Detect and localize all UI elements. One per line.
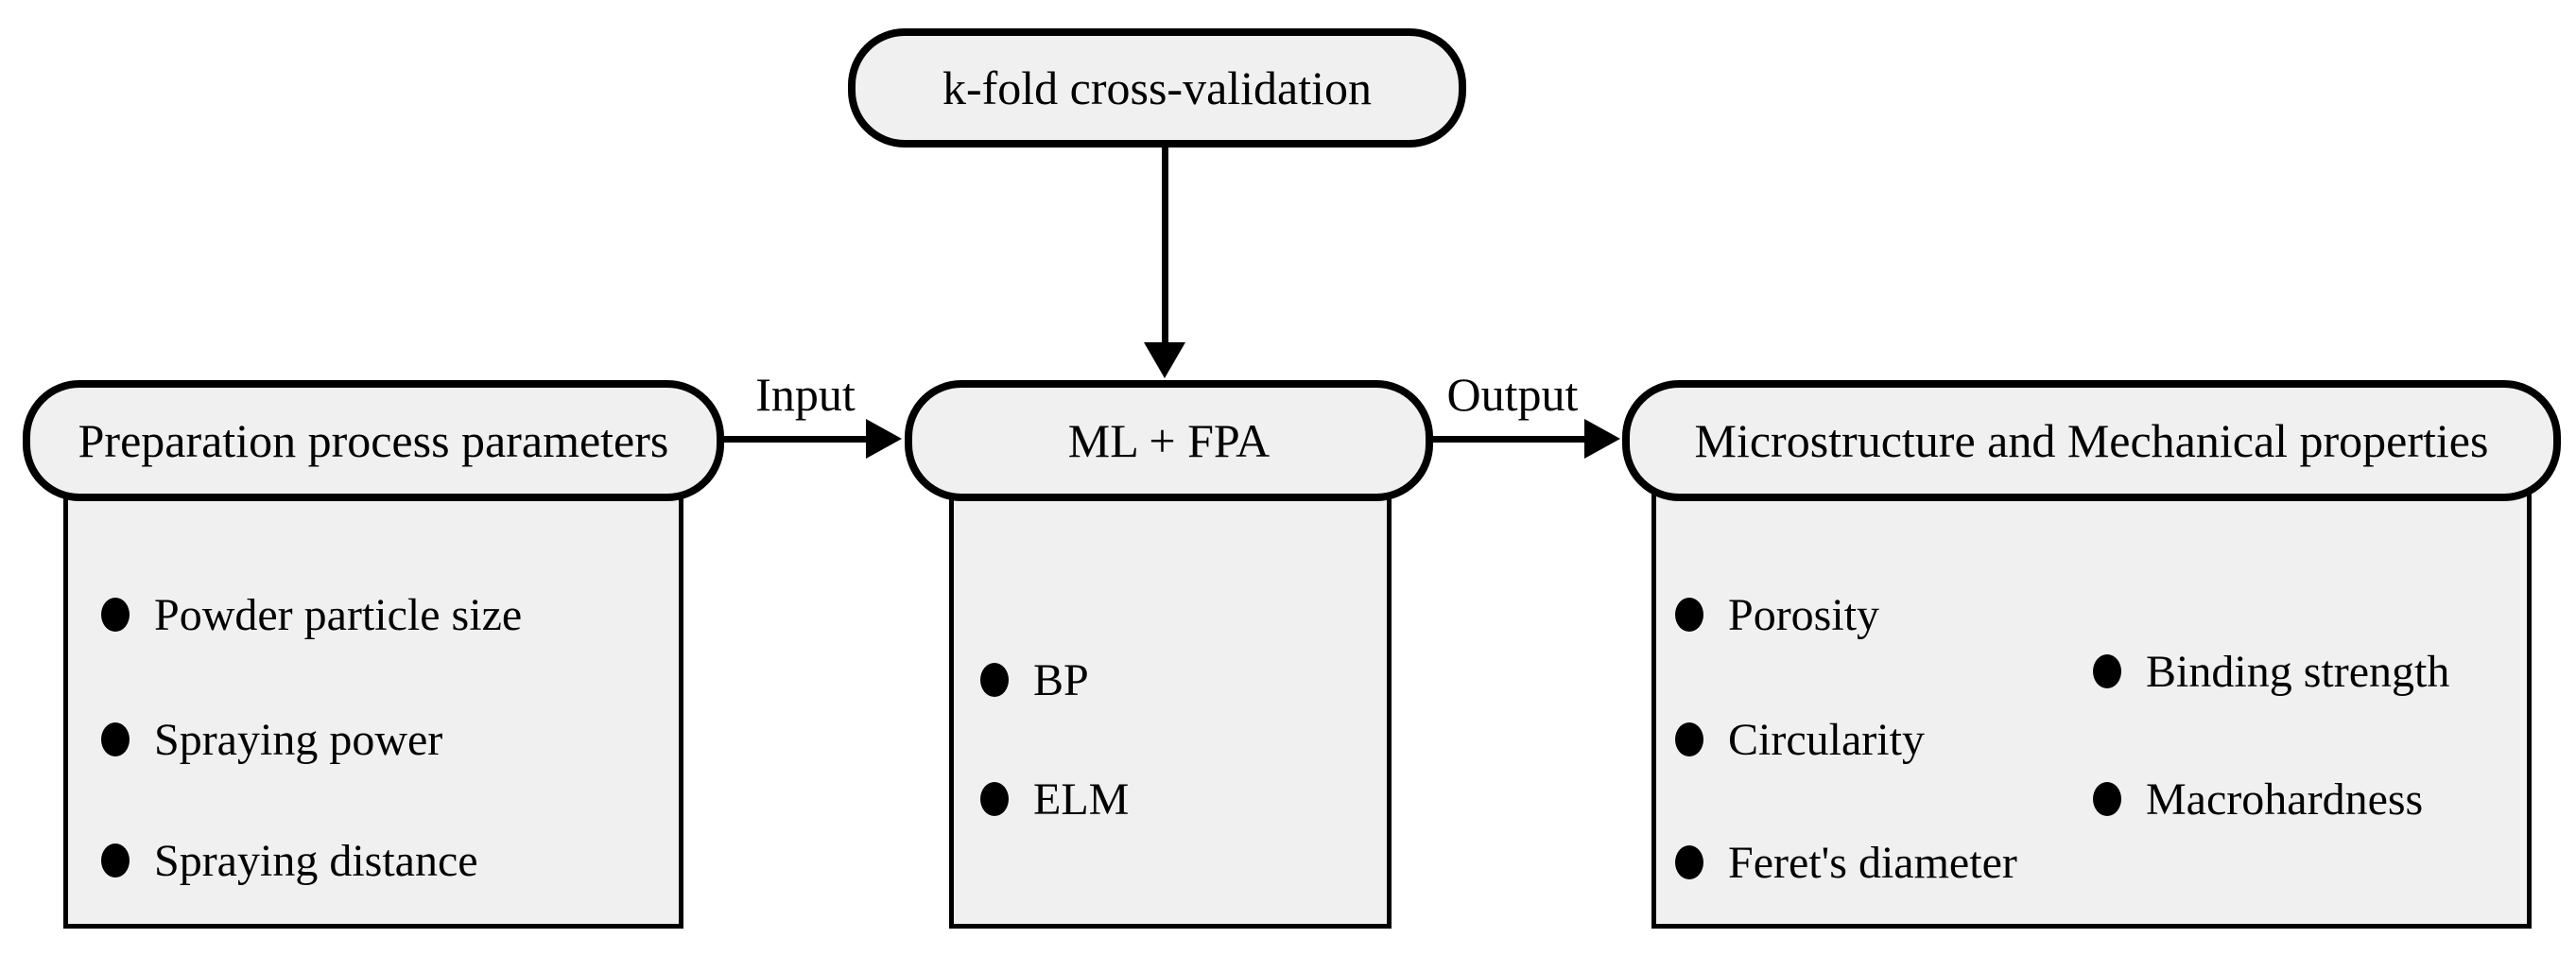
preparation-node-body: Powder particle size Spraying power Spra… <box>63 443 683 929</box>
validation-arrow-line <box>1162 144 1168 344</box>
list-item-label: Macrohardness <box>2146 773 2424 825</box>
arrow-right-icon <box>1584 419 1620 459</box>
bullet-icon <box>101 722 130 756</box>
list-item: Powder particle size <box>101 586 522 643</box>
properties-node-header: Microstructure and Mechanical properties <box>1622 380 2561 501</box>
bullet-icon <box>2093 654 2121 688</box>
list-item-label: BP <box>1033 654 1089 705</box>
list-item: Macrohardness <box>2093 771 2423 827</box>
ml-fpa-node-body: BP ELM <box>949 443 1392 929</box>
bullet-icon <box>101 843 130 878</box>
properties-node-body: Porosity Circularity Feret's diameter Bi… <box>1651 443 2532 929</box>
list-item-label: Spraying distance <box>154 835 478 886</box>
list-item: Spraying distance <box>101 832 478 889</box>
bullet-icon <box>980 663 1009 697</box>
arrow-right-icon <box>866 419 902 459</box>
output-edge-label: Output <box>1446 368 1579 421</box>
ml-fpa-node-header: ML + FPA <box>905 380 1433 501</box>
arrow-down-icon <box>1144 342 1185 378</box>
kfold-node-label: k-fold cross-validation <box>942 61 1373 114</box>
list-item-label: Spraying power <box>154 714 443 765</box>
bullet-icon <box>1675 845 1703 879</box>
list-item: Binding strength <box>2093 643 2449 700</box>
bullet-icon <box>1675 722 1703 756</box>
bullet-icon <box>980 782 1009 816</box>
list-item-label: ELM <box>1033 773 1130 825</box>
bullet-icon <box>2093 782 2121 816</box>
list-item: Feret's diameter <box>1675 834 2017 891</box>
bullet-icon <box>1675 598 1703 632</box>
kfold-node: k-fold cross-validation <box>848 28 1466 148</box>
list-item-label: Binding strength <box>2146 646 2450 697</box>
list-item: Porosity <box>1675 586 1879 643</box>
list-item: Spraying power <box>101 711 442 768</box>
input-edge-label: Input <box>755 368 856 421</box>
list-item-label: Porosity <box>1728 589 1880 640</box>
list-item: Circularity <box>1675 711 1925 768</box>
list-item: ELM <box>980 771 1129 827</box>
preparation-node-header: Preparation process parameters <box>23 380 724 501</box>
bullet-icon <box>101 598 130 632</box>
list-item-label: Circularity <box>1728 714 1925 765</box>
list-item: BP <box>980 652 1089 708</box>
preparation-node-title: Preparation process parameters <box>78 414 669 467</box>
list-item-label: Powder particle size <box>154 589 523 640</box>
input-arrow-line <box>724 436 868 443</box>
ml-fpa-node-title: ML + FPA <box>1067 414 1271 467</box>
output-arrow-line <box>1433 436 1586 443</box>
list-item-label: Feret's diameter <box>1728 837 2017 888</box>
properties-node-title: Microstructure and Mechanical properties <box>1694 414 2489 467</box>
